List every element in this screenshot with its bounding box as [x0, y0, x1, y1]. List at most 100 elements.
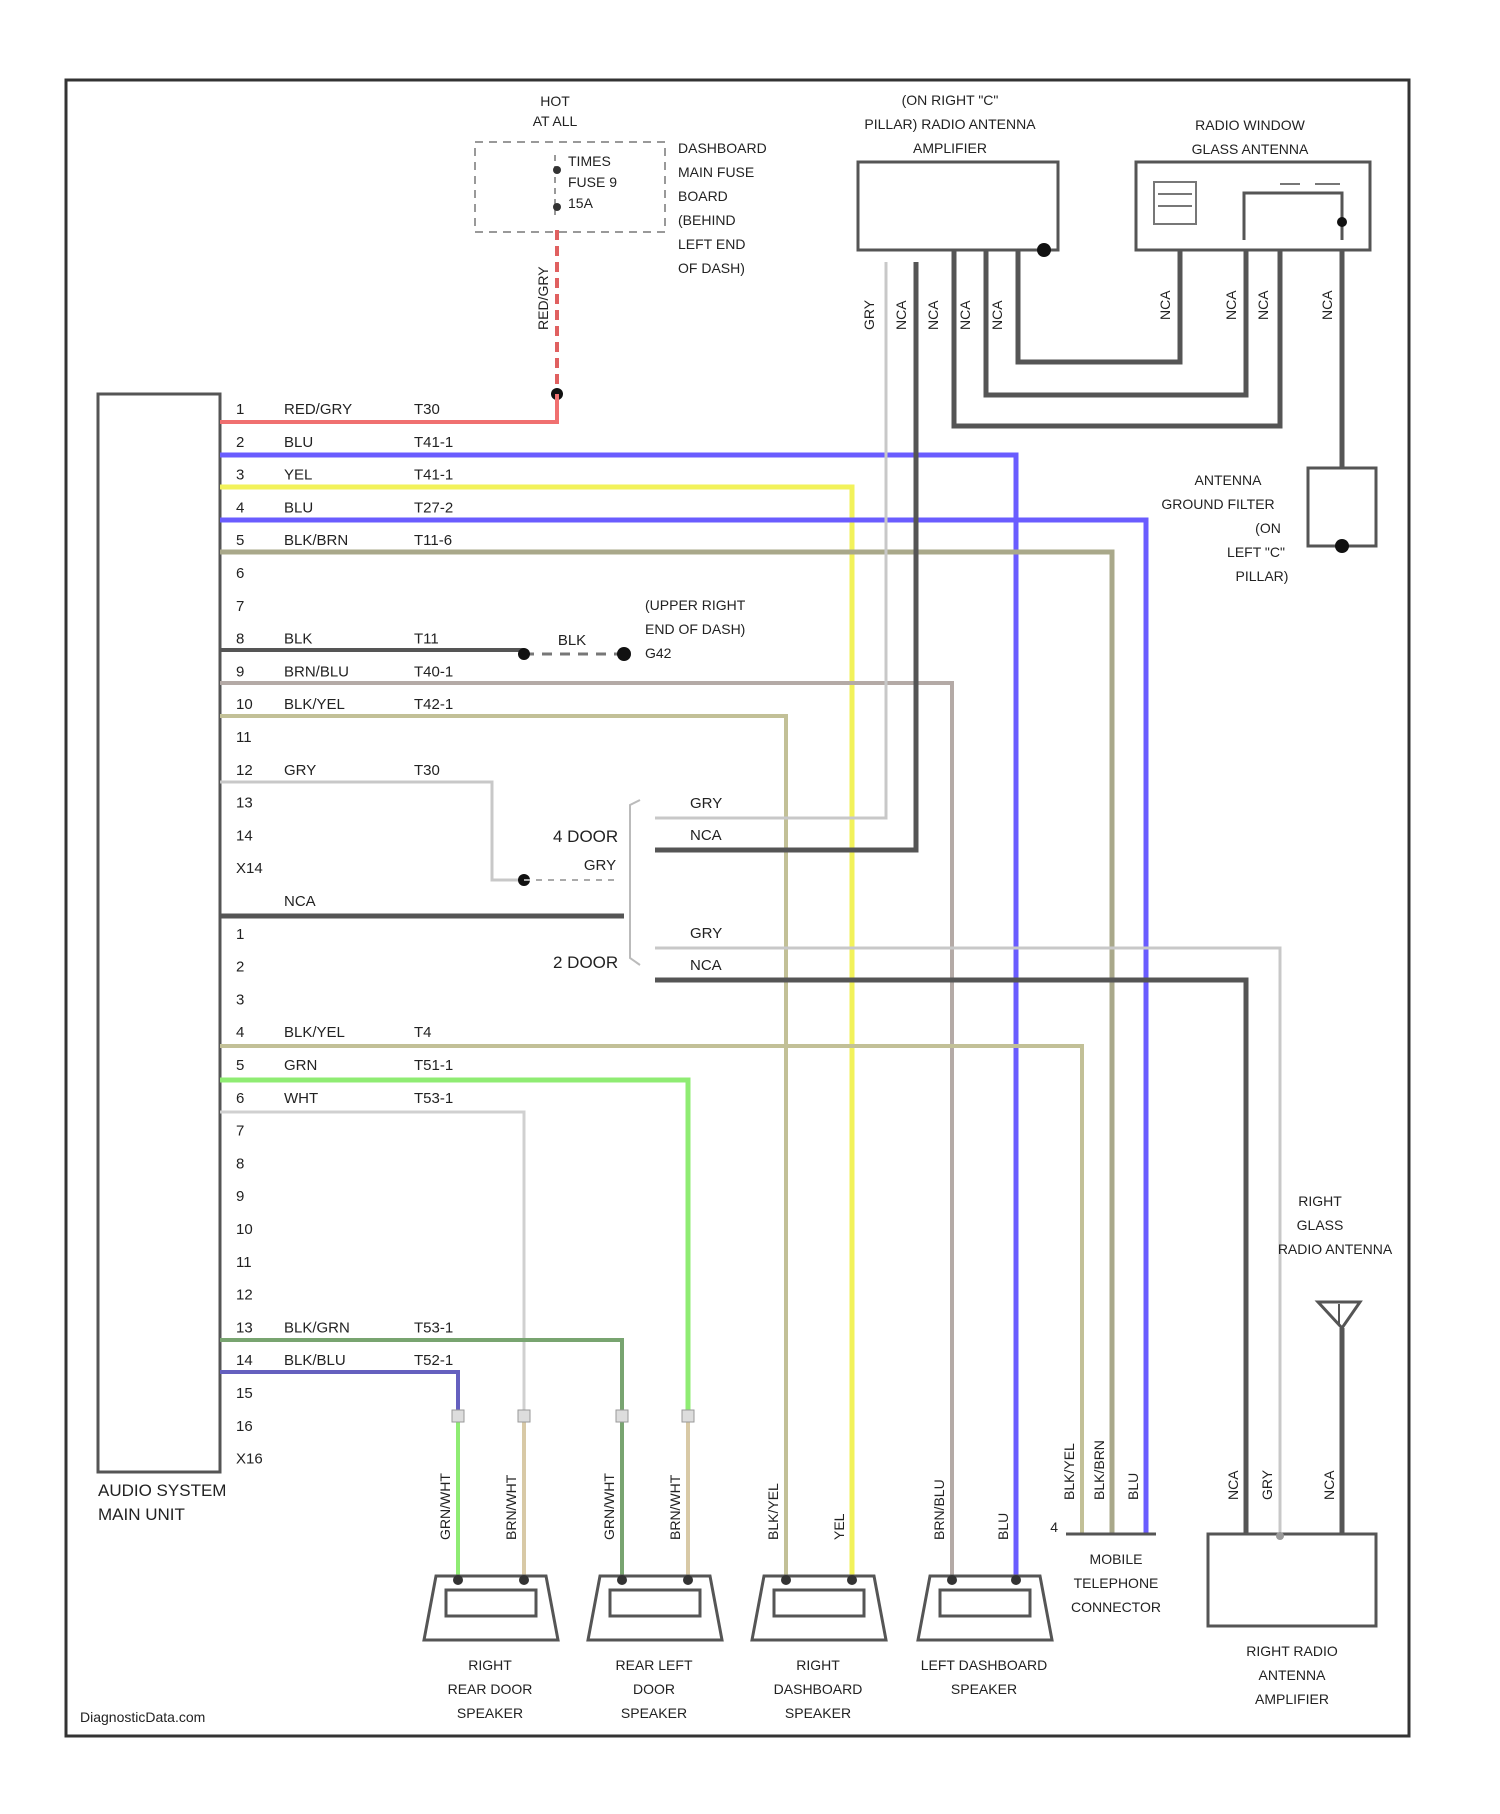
pin-pin-label: 12 — [236, 762, 253, 779]
ground-point-label-1: (UPPER RIGHT — [645, 597, 746, 613]
pin-pin-label: 16 — [236, 1418, 253, 1435]
svg-text:NCA: NCA — [1321, 1470, 1337, 1500]
diagram-frame — [66, 80, 1409, 1736]
pin-wire-label: BLU — [284, 499, 313, 516]
window-glass-antenna: RADIO WINDOW GLASS ANTENNA — [1136, 117, 1370, 250]
audio-system-main-unit — [98, 394, 220, 1472]
pin-term-label: T30 — [414, 762, 440, 779]
right-glass-label-2: GLASS — [1297, 1217, 1344, 1233]
window-antenna-label-2: GLASS ANTENNA — [1192, 141, 1309, 157]
wire-gry-2door — [655, 948, 1280, 1534]
four-door-label: 4 DOOR — [553, 827, 618, 846]
pin-pin-label: 3 — [236, 991, 244, 1008]
spk-rl-label-2: DOOR — [633, 1681, 675, 1697]
pin-pin-label: 9 — [236, 663, 244, 680]
pin-pin-label: 2 — [236, 959, 244, 976]
svg-text:BLU: BLU — [1125, 1473, 1141, 1500]
svg-text:NCA: NCA — [893, 300, 909, 330]
pin-wire-label: GRN — [284, 1057, 317, 1074]
watermark: DiagnosticData.com — [80, 1709, 205, 1725]
svg-text:NCA: NCA — [925, 300, 941, 330]
spk-rr-label-1: RIGHT — [468, 1657, 512, 1673]
wire-blu-pin4 — [220, 520, 1146, 1534]
wire-blk-grn-b13 — [220, 1340, 622, 1414]
mobile-telephone-connector: 4 MOBILE TELEPHONE CONNECTOR — [1050, 1519, 1161, 1615]
spk-rd-label-3: SPEAKER — [785, 1705, 851, 1721]
spk-rl-label-1: REAR LEFT — [615, 1657, 692, 1673]
pin-term-label: T52-1 — [414, 1352, 453, 1369]
hot-label-2: AT ALL — [533, 113, 578, 129]
pin-pin-label: 6 — [236, 565, 244, 582]
pin-term-label: T42-1 — [414, 696, 453, 713]
pin-pin-label: 13 — [236, 1319, 253, 1336]
wire-wht-b6 — [220, 1112, 524, 1414]
pin-pin-label: 9 — [236, 1188, 244, 1205]
mobile-pin-num: 4 — [1050, 1519, 1058, 1535]
fuse-amps: 15A — [568, 195, 594, 211]
pin-term-label: T11-6 — [414, 532, 452, 549]
times-label: TIMES — [568, 153, 611, 169]
svg-text:BLK/YEL: BLK/YEL — [765, 1483, 781, 1540]
right-amp-label-1: RIGHT RADIO — [1246, 1643, 1338, 1659]
svg-text:GRY: GRY — [690, 925, 722, 942]
dash-fuse-label-3: BOARD — [678, 188, 728, 204]
right-amp-label-2: ANTENNA — [1259, 1667, 1327, 1683]
pin-term-label: T4 — [414, 1024, 432, 1041]
wire-gry-pin12 — [220, 782, 524, 880]
svg-text:NCA: NCA — [957, 300, 973, 330]
svg-text:NCA: NCA — [690, 827, 722, 844]
antenna-ground-filter: ANTENNA GROUND FILTER (ON LEFT "C" PILLA… — [1161, 468, 1376, 584]
right-glass-label-1: RIGHT — [1298, 1193, 1342, 1209]
dash-fuse-label-2: MAIN FUSE — [678, 164, 754, 180]
mobile-label-3: CONNECTOR — [1071, 1599, 1161, 1615]
pin-pin-label: 15 — [236, 1385, 253, 1402]
svg-text:BLK/YEL: BLK/YEL — [1061, 1443, 1077, 1500]
pin-wire-label: RED/GRY — [284, 401, 352, 418]
svg-text:GRN/WHT: GRN/WHT — [437, 1473, 453, 1540]
main-unit-label-2: MAIN UNIT — [98, 1505, 185, 1524]
fuse-box: HOT AT ALL TIMES FUSE 9 15A DASHBOARD MA… — [475, 93, 767, 276]
pin-wire-label: BLK/YEL — [284, 696, 345, 713]
right-radio-antenna-amplifier: RIGHT RADIO ANTENNA AMPLIFIER — [1208, 1532, 1376, 1707]
pin-pin-label: 10 — [236, 696, 253, 713]
main-unit-pin-labels: 1RED/GRYT302BLUT41-13YELT41-14BLUT27-25B… — [236, 401, 453, 1468]
main-unit-label-1: AUDIO SYSTEM — [98, 1481, 226, 1500]
ground-filter-label-5: PILLAR) — [1236, 568, 1289, 584]
svg-text:NCA: NCA — [690, 957, 722, 974]
mobile-label-2: TELEPHONE — [1074, 1575, 1159, 1591]
pin-pin-label: 14 — [236, 827, 253, 844]
spk-rr-label-2: REAR DOOR — [448, 1681, 533, 1697]
pin-term-label: T51-1 — [414, 1057, 453, 1074]
svg-text:NCA: NCA — [1255, 290, 1271, 320]
pin-pin-label: 10 — [236, 1221, 253, 1238]
pin-pin-label: 13 — [236, 795, 253, 812]
amp-label-2: PILLAR) RADIO ANTENNA — [864, 116, 1036, 132]
pin-pin-label: 1 — [236, 926, 244, 943]
pin-wire-label: WHT — [284, 1090, 318, 1107]
blk-ground-label: BLK — [558, 632, 586, 649]
svg-text:GRY: GRY — [690, 795, 722, 812]
pin-pin-label: 6 — [236, 1090, 244, 1107]
pin-pin-label: 4 — [236, 499, 244, 516]
pin-wire-label: BLK — [284, 631, 312, 648]
svg-text:NCA: NCA — [989, 300, 1005, 330]
pin-term-label: T27-2 — [414, 499, 453, 516]
pin-pin-label: 8 — [236, 1155, 244, 1172]
ground-point-label-2: END OF DASH) — [645, 621, 745, 637]
pin-wire-label: GRY — [284, 762, 316, 779]
svg-text:NCA: NCA — [1225, 1470, 1241, 1500]
dash-fuse-label-1: DASHBOARD — [678, 140, 767, 156]
pin-term-label: T11 — [414, 631, 439, 648]
mobile-label-1: MOBILE — [1090, 1551, 1143, 1567]
right-dashboard-speaker: RIGHT DASHBOARD SPEAKER — [752, 1575, 886, 1721]
gry-short-label: GRY — [584, 857, 616, 874]
pin-wire-label: BLK/BLU — [284, 1352, 346, 1369]
pin-term-label: T41-1 — [414, 467, 453, 484]
right-glass-label-3: RADIO ANTENNA — [1278, 1241, 1393, 1257]
svg-text:BLU: BLU — [995, 1513, 1011, 1540]
svg-text:BLK/BRN: BLK/BRN — [1091, 1440, 1107, 1500]
pin-term-label: T40-1 — [414, 663, 453, 680]
fuse-label: FUSE 9 — [568, 174, 617, 190]
pin-pin-label: 7 — [236, 598, 244, 615]
